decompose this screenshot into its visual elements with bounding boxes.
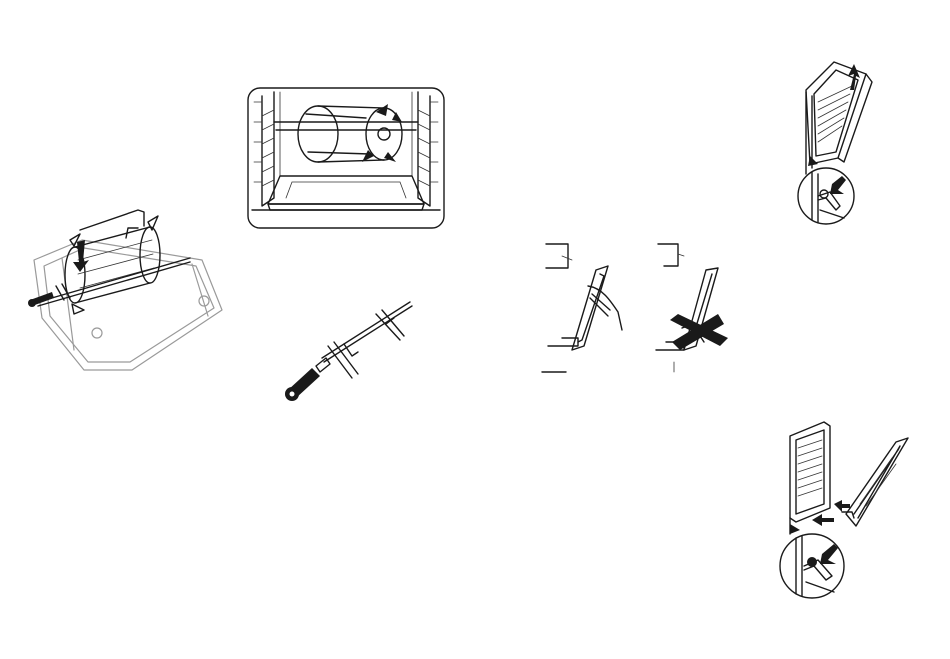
spit-rod-icon: [282, 296, 416, 402]
spit-rod-figure: [282, 296, 416, 402]
rotisserie-assembly-icon: [22, 200, 232, 380]
door-refit-figure: [776, 416, 912, 602]
door-lift-off-icon: [796, 56, 882, 230]
rotisserie-in-tray-figure: [22, 200, 232, 380]
oven-interior-figure: [246, 86, 446, 230]
door-glass-handling-figure: [532, 238, 732, 378]
oven-cavity-icon: [246, 86, 446, 230]
door-removal-figure: [796, 56, 882, 230]
hands-glass-panel-icon: [532, 238, 732, 378]
door-hinge-refit-icon: [776, 416, 912, 602]
